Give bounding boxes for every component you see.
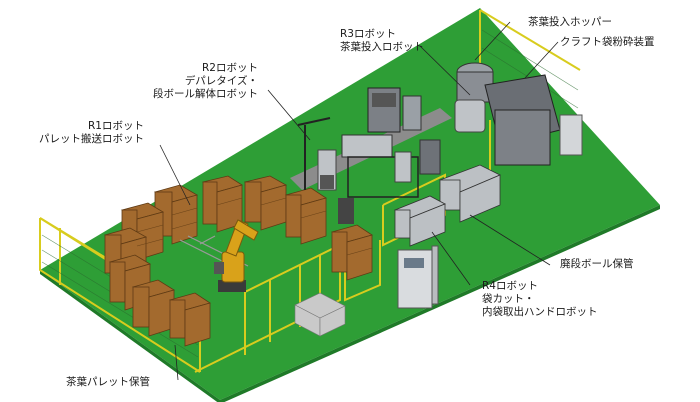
- label-r2: R2ロボット デパレタイズ・ 段ボール解体ロボット: [153, 62, 258, 100]
- label-cardboard-storage: 廃段ボール保管: [560, 258, 634, 270]
- label-crusher: クラフト袋粉砕装置: [560, 36, 655, 48]
- label-r3: R3ロボット 茶葉投入ロボット: [340, 28, 424, 53]
- leader-lines: [159, 21, 559, 381]
- r2-station: [297, 117, 419, 224]
- cardboard-cages: [394, 164, 501, 247]
- control-panel: [397, 245, 439, 309]
- hopper-crusher: [454, 62, 583, 166]
- safety-fence: [39, 9, 581, 373]
- r1-robot: [214, 219, 259, 292]
- r3-station: [367, 87, 441, 183]
- label-r1: R1ロボット パレット搬送ロボット: [39, 120, 144, 145]
- label-r4: R4ロボット 袋カット・ 内袋取出ハンドロボット: [482, 280, 598, 318]
- can-pallet: [294, 292, 346, 337]
- label-tea-pallet-storage: 茶葉パレット保管: [66, 376, 150, 388]
- label-hopper: 茶葉投入ホッパー: [528, 16, 612, 28]
